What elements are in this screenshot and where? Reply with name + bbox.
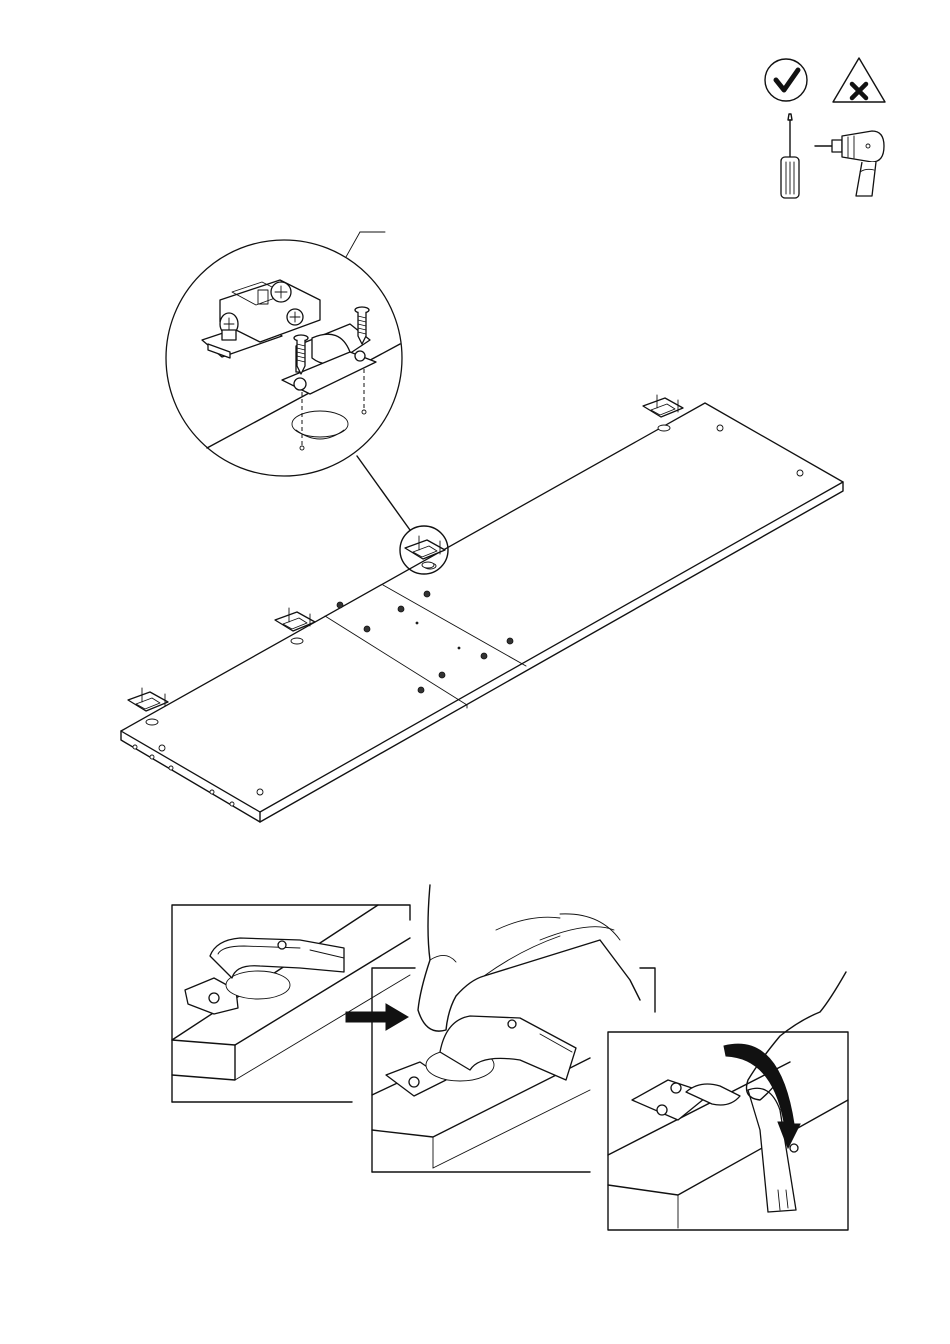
triangle-x-icon [833,58,885,102]
step-1-hinge-on-board [172,905,410,1102]
hinge-detail-magnifier [166,232,410,530]
hinge-small-3 [643,395,683,417]
step-3-rotate-hinge-down [608,972,848,1230]
screwdriver-icon [781,114,799,198]
electric-drill-icon [815,131,884,196]
check-circle-icon [765,59,807,101]
